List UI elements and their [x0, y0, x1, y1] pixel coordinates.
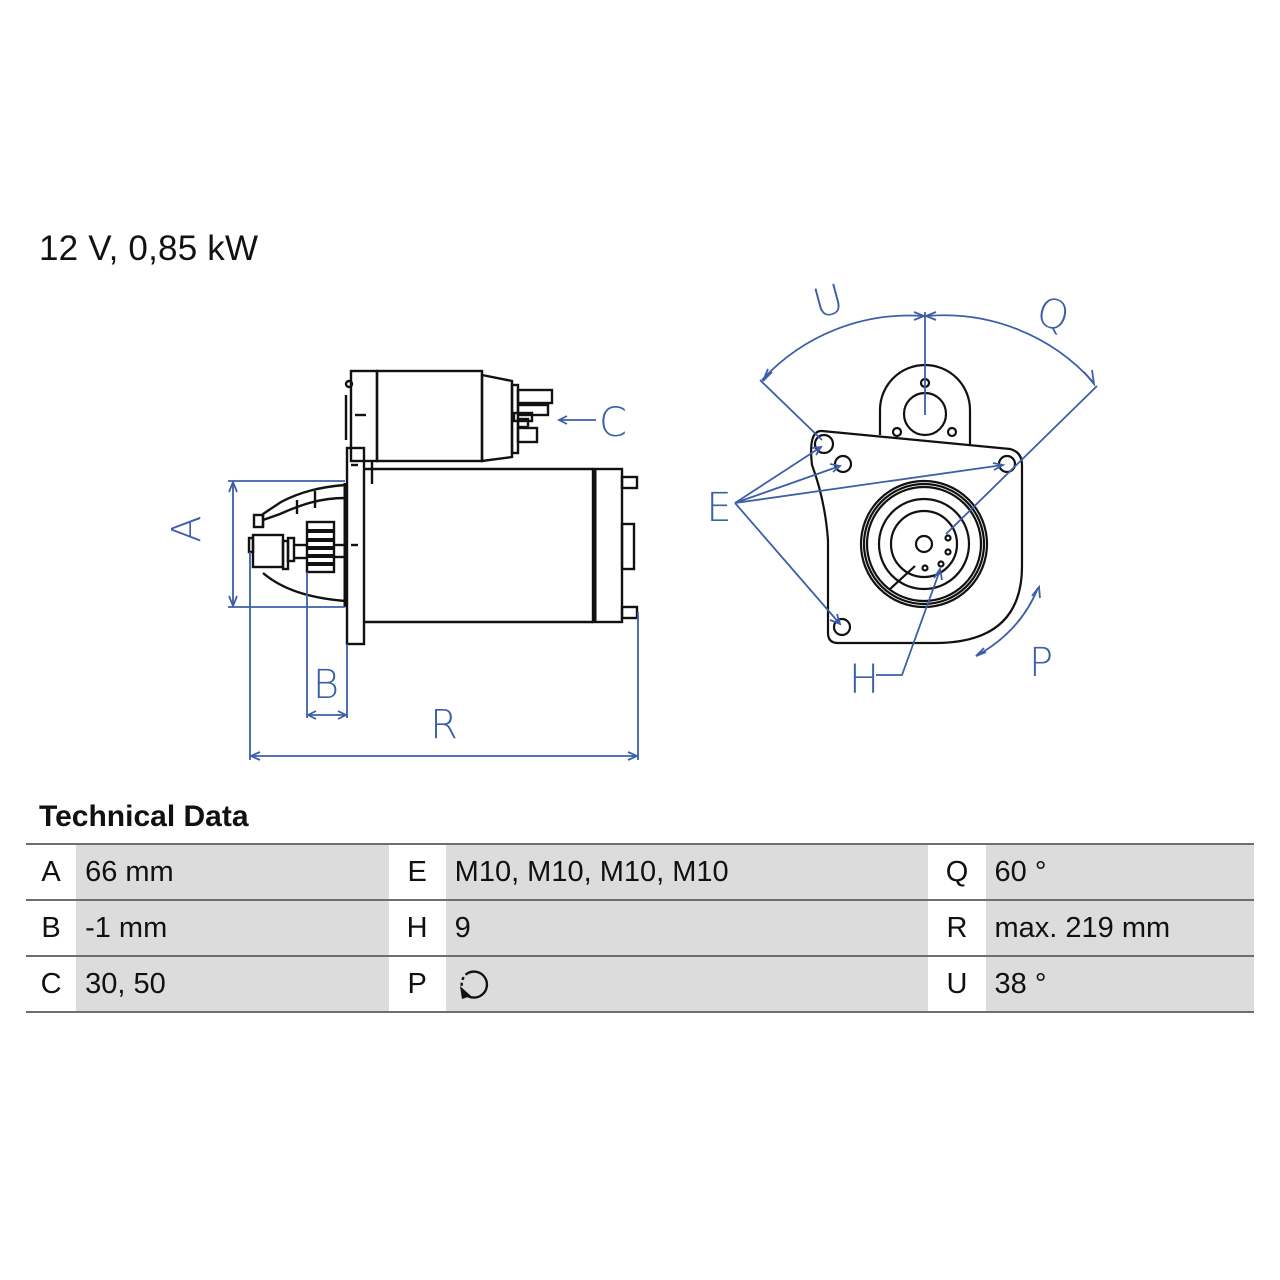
- table-row: C 30, 50 P U 38 °: [26, 955, 1254, 1013]
- front-view-outline: [810, 363, 1024, 645]
- spec-value: 60 °: [985, 843, 1254, 901]
- spec-key: E: [388, 843, 446, 901]
- technical-data-heading: Technical Data: [39, 800, 249, 833]
- spec-value: 66 mm: [76, 843, 389, 901]
- spec-value-rotation: [445, 955, 929, 1013]
- spec-key: B: [26, 899, 77, 957]
- product-rating-title: 12 V, 0,85 kW: [39, 229, 259, 268]
- technical-data-table: A 66 mm E M10, M10, M10, M10 Q 60 ° B -1…: [26, 843, 1254, 1013]
- spec-value: 9: [445, 899, 929, 957]
- dimension-label-u: U: [808, 276, 848, 328]
- dimension-label-e: E: [706, 485, 731, 531]
- side-view-outline: [247, 369, 639, 646]
- spec-value: M10, M10, M10, M10: [445, 843, 929, 901]
- side-view-dimensions: [228, 415, 640, 761]
- spec-key: P: [388, 955, 446, 1013]
- side-view-dimension-labels: A B R C: [164, 400, 627, 748]
- dimension-label-p: P: [1029, 640, 1053, 686]
- spec-key: Q: [928, 843, 986, 901]
- spec-key: U: [928, 955, 986, 1013]
- dimension-label-q: Q: [1032, 289, 1074, 342]
- spec-key: R: [928, 899, 986, 957]
- spec-key: H: [388, 899, 446, 957]
- spec-value: max. 219 mm: [985, 899, 1254, 957]
- spec-value: 38 °: [985, 955, 1254, 1013]
- dimension-label-c: C: [599, 400, 627, 446]
- spec-value: 30, 50: [76, 955, 389, 1013]
- spec-key: C: [26, 955, 77, 1013]
- front-view-dimensions: [734, 311, 1098, 676]
- dimension-label-b: B: [313, 662, 339, 708]
- spec-key: A: [26, 843, 77, 901]
- rotation-direction-counterclockwise-icon: [459, 970, 488, 999]
- table-row: A 66 mm E M10, M10, M10, M10 Q 60 °: [26, 843, 1254, 901]
- starter-motor-drawing: A B R C: [164, 276, 1098, 761]
- front-view-dimension-labels: U Q E H P: [706, 276, 1074, 703]
- dimension-label-h: H: [849, 657, 879, 703]
- dimension-label-r: R: [430, 702, 458, 748]
- table-row: B -1 mm H 9 R max. 219 mm: [26, 899, 1254, 957]
- dimension-label-a: A: [164, 515, 210, 542]
- spec-value: -1 mm: [76, 899, 389, 957]
